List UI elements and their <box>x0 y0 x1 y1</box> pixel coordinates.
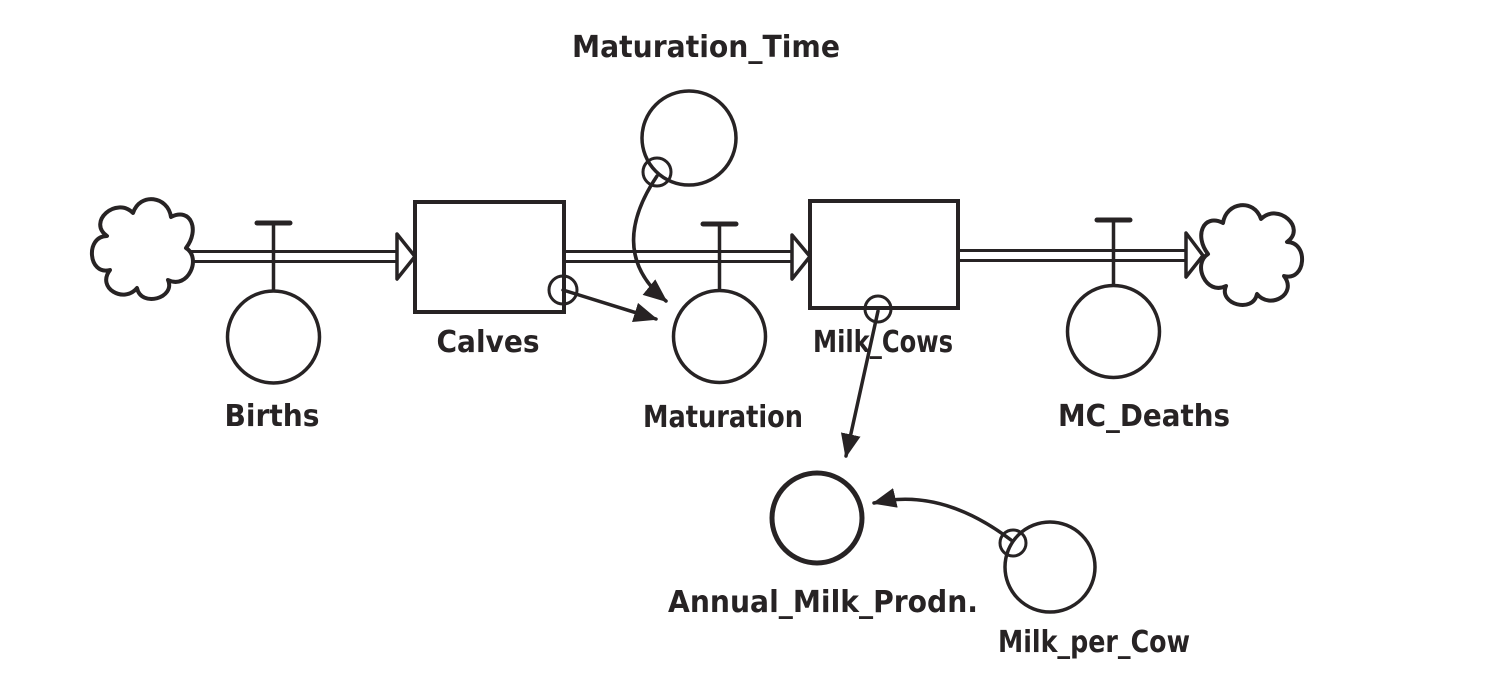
valve-births[interactable] <box>225 220 322 385</box>
cloud-source-icon[interactable] <box>89 197 195 302</box>
takeoff-ring-calves[interactable] <box>547 274 579 306</box>
label-maturation: Maturation <box>643 400 803 435</box>
flow-mc-deaths-pipe[interactable] <box>956 231 1205 279</box>
valve-maturation[interactable] <box>671 221 768 385</box>
converter-milk-per-cow[interactable] <box>1003 520 1097 614</box>
takeoff-ring-milk-per-cow[interactable] <box>998 528 1028 558</box>
takeoff-ring-milk-cows[interactable] <box>863 294 893 324</box>
label-milk-per-cow: Milk_per_Cow <box>998 625 1190 660</box>
label-births: Births <box>225 399 320 434</box>
label-annual-milk-prodn: Annual_Milk_Prodn. <box>668 585 978 620</box>
stock-calves[interactable] <box>413 200 566 314</box>
connector-calves-to-maturation[interactable] <box>561 288 658 322</box>
flow-arrowhead <box>1184 231 1205 279</box>
connector-maturation-time-to-maturation[interactable] <box>631 174 668 303</box>
converter-annual-milk-prodn[interactable] <box>769 470 865 566</box>
valve-mc-deaths[interactable] <box>1065 217 1162 380</box>
flow-arrowhead <box>790 233 812 281</box>
connector-milk-per-cow-to-annual-milk-prodn[interactable] <box>872 488 1013 542</box>
label-calves: Calves <box>437 325 540 360</box>
converter-maturation-time[interactable] <box>640 89 738 187</box>
flow-births-pipe[interactable] <box>184 232 417 281</box>
stock-milk-cows[interactable] <box>808 199 960 310</box>
label-mc-deaths: MC_Deaths <box>1058 399 1230 434</box>
label-milk-cows: Milk_Cows <box>813 325 953 360</box>
label-maturation-time: Maturation_Time <box>572 30 840 65</box>
flow-arrowhead <box>395 232 417 281</box>
takeoff-ring-maturation-time[interactable] <box>641 156 673 188</box>
cloud-sink-icon[interactable] <box>1199 203 1305 308</box>
connector-milk-cows-to-annual-milk-prodn[interactable] <box>840 309 880 458</box>
flow-maturation-pipe[interactable] <box>562 233 812 281</box>
